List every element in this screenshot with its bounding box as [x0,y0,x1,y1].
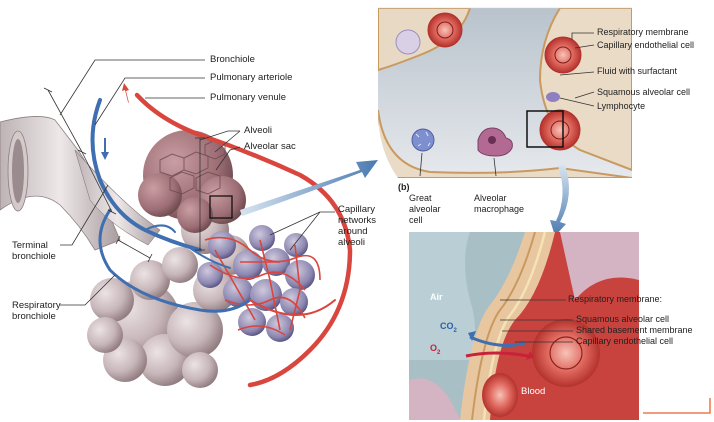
label-c-shared-basement-membrane: Shared basement membrane [576,325,693,335]
corner-accent [643,398,711,414]
label-blood: Blood [521,386,546,397]
leader-lines-a [43,59,335,306]
label-alveoli: Alveoli [244,125,272,136]
label-c-respiratory-membrane: Respiratory membrane: [568,294,663,304]
label-b-capillary-endothelial-cell: Capillary endothelial cell [597,40,695,50]
label-pulmonary-arteriole: Pulmonary arteriole [210,72,293,83]
label-air: Air [430,292,443,302]
label-b-squamous-alveolar-cell: Squamous alveolar cell [597,87,691,97]
label-capillary-networks-line3: around [338,226,368,237]
zoom-arrow-to-c [550,165,569,236]
zoom-arrow-to-b [240,160,378,216]
label-capillary-networks-line4: alveoli [338,237,365,248]
label-b-lymphocyte: Lymphocyte [597,101,646,111]
label-great-alveolar-cell-line1: Great [409,193,432,203]
label-alveolar-macrophage-line1: Alveolar [474,193,507,203]
label-great-alveolar-cell: Great alveolar cell [409,193,441,226]
zoom-box-a [209,195,233,219]
label-o2: O2 [430,343,440,356]
panel-c-illustration [409,232,639,420]
label-b-respiratory-membrane: Respiratory membrane [597,27,689,37]
label-co2: CO2 [440,321,457,334]
label-o2-main: O [430,343,438,353]
label-great-alveolar-cell-line3: cell [409,215,423,225]
pulmonary-arteriole-vessel [90,98,252,313]
label-respiratory-bronchiole-line1: Respiratory [12,300,61,311]
panel-b-tag: (b) [398,182,410,192]
label-o2-sub: 2 [437,349,441,356]
flow-arrows [101,83,129,160]
label-great-alveolar-cell-line2: alveolar [409,204,441,214]
label-bronchiole: Bronchiole [210,54,255,65]
label-capillary-networks: Capillary networks around alveoli [338,204,376,248]
bronchiole-tube [0,116,121,251]
panel-b-illustration [378,8,632,178]
leader-lines-b [419,32,595,177]
label-b-fluid-with-surfactant: Fluid with surfactant [597,66,678,76]
label-respiratory-bronchiole-line2: bronchiole [12,311,56,322]
label-capillary-networks-line1: Capillary [338,204,375,215]
label-terminal-bronchiole: Terminal bronchiole [12,240,56,262]
label-c-squamous-alveolar-cell: Squamous alveolar cell [576,314,670,324]
label-alveolar-sac: Alveolar sac [244,141,296,152]
label-c-capillary-endothelial-cell: Capillary endothelial cell [576,336,674,346]
label-pulmonary-venule: Pulmonary venule [210,92,287,103]
label-co2-sub: 2 [453,327,457,334]
label-capillary-networks-line2: networks [338,215,377,226]
pulmonary-venule-vessel [134,92,353,388]
capillary-network [204,236,321,336]
leader-lines-c [500,299,573,343]
label-alveolar-macrophage: Alveolar macrophage [474,193,524,215]
label-terminal-bronchiole-line2: bronchiole [12,251,56,262]
label-terminal-bronchiole-line1: Terminal [12,240,48,251]
label-respiratory-bronchiole: Respiratory bronchiole [12,300,61,322]
label-alveolar-macrophage-line2: macrophage [474,204,525,214]
label-co2-main: CO [440,321,454,331]
